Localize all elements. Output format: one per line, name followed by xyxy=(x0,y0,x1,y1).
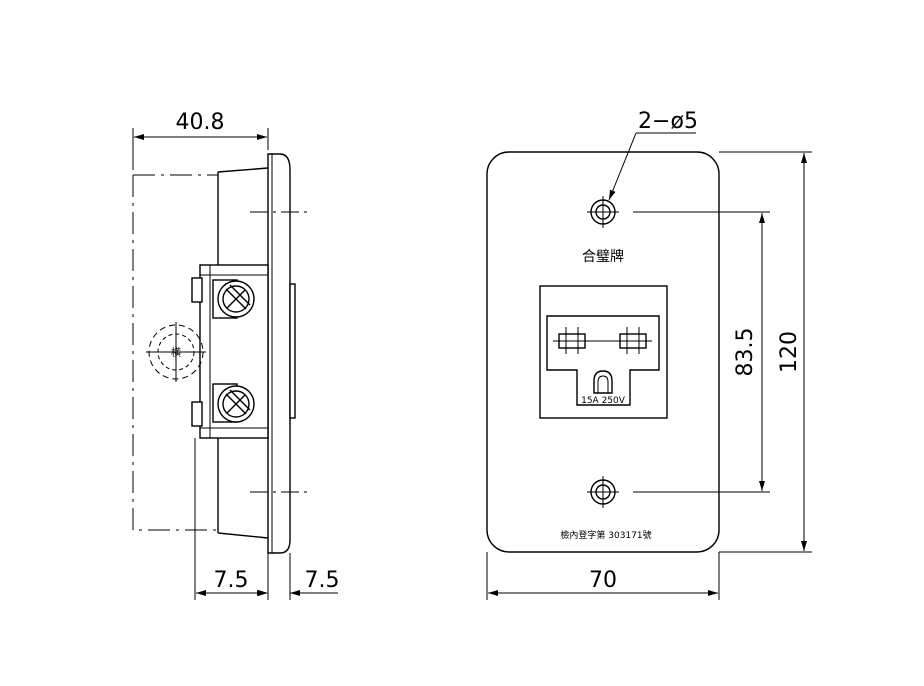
hole-leader xyxy=(608,132,637,201)
front-plate xyxy=(486,151,720,553)
outlet-face xyxy=(546,315,660,406)
mounting-hole-bottom xyxy=(587,476,619,508)
terminal-screw-top xyxy=(212,279,255,319)
base-offset-label: 7.5 xyxy=(214,568,249,593)
outlet-ground-slot xyxy=(593,370,613,394)
outlet-panel xyxy=(539,285,668,419)
height-label: 120 xyxy=(777,331,802,373)
rating-label: 15A 250V xyxy=(581,396,626,406)
depth-label: 40.8 xyxy=(176,110,225,135)
side-plate xyxy=(267,153,291,554)
width-label: 70 xyxy=(589,568,617,593)
plate-offset-label: 7.5 xyxy=(305,568,340,593)
outlet-slot-right xyxy=(614,327,652,354)
hole-label: 2−ø5 xyxy=(638,109,698,134)
hole-pitch-label: 83.5 xyxy=(733,328,758,377)
embedded-mark-text: 横 xyxy=(171,346,181,359)
certification-label: 檢內登字第 303171號 xyxy=(560,529,651,541)
hidden-body-outline xyxy=(132,174,218,531)
outlet-slot-left xyxy=(553,327,591,354)
embedded-rear-mark: 横 xyxy=(146,322,206,382)
side-view: 横 40.8 7.5 7.5 xyxy=(132,110,340,600)
front-view: 2−ø5 合璧牌 15A 250V 檢內登字第 303171號 xyxy=(486,109,812,600)
mounting-hole-top xyxy=(587,196,619,228)
product-name: 合璧牌 xyxy=(582,248,624,265)
terminal-screw-bottom xyxy=(212,383,255,423)
